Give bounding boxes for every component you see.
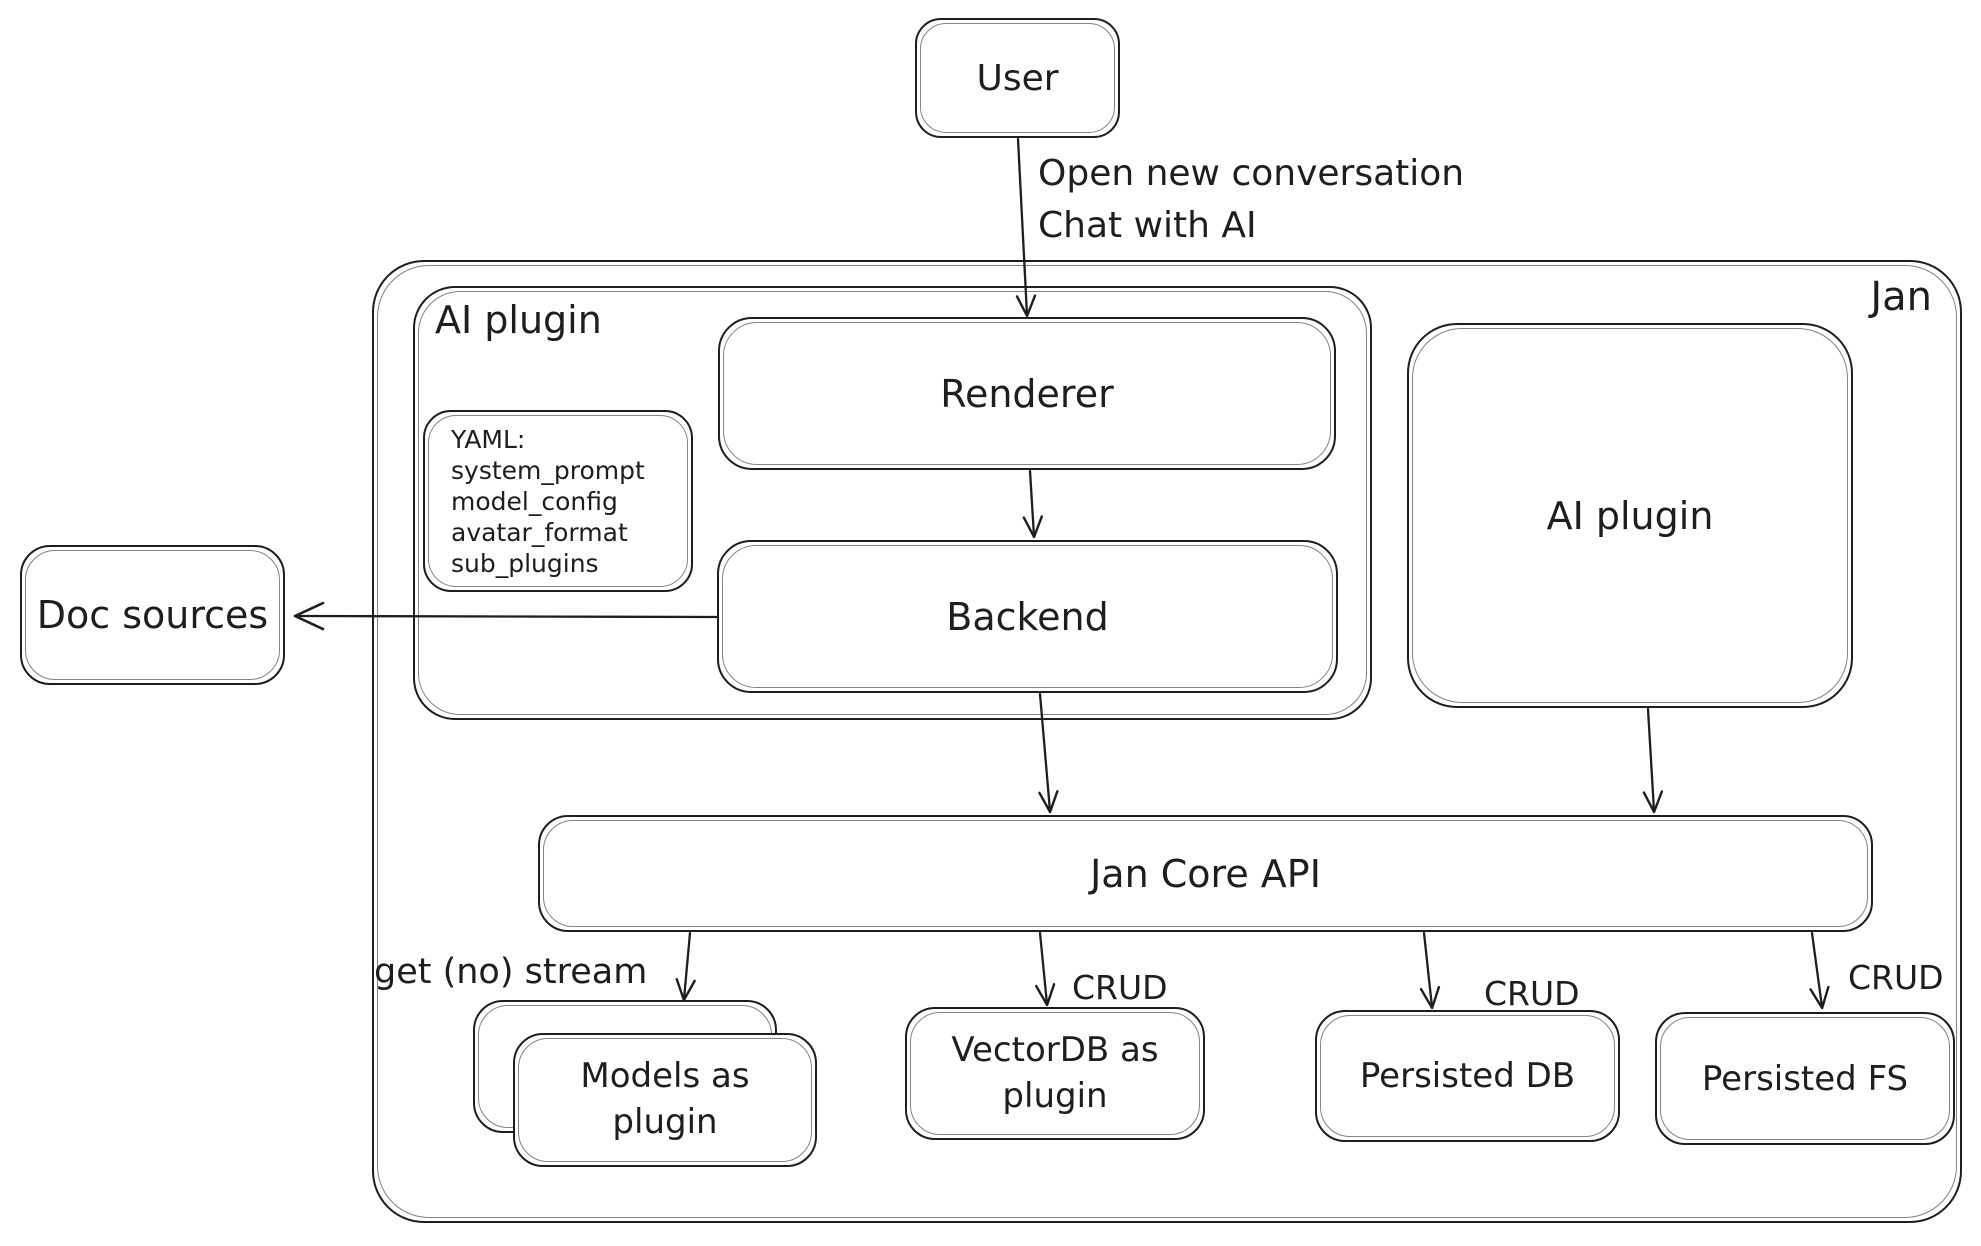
edge-label-get-no-stream: get (no) stream <box>374 952 648 992</box>
edge-label-crud-persisted-db: CRUD <box>1484 974 1580 1013</box>
doc-sources-node-label: Doc sources <box>36 593 269 637</box>
jan-container-label: Jan <box>1870 274 1932 320</box>
models-plugin-node-label: Models as plugin <box>580 1056 750 1142</box>
ai-plugin-right-node: AI plugin <box>1407 323 1853 708</box>
vectordb-plugin-node-label: VectorDB as plugin <box>951 1029 1159 1116</box>
doc-sources-node: Doc sources <box>20 545 285 685</box>
backend-node: Backend <box>717 540 1338 693</box>
persisted-fs-node: Persisted FS <box>1655 1012 1955 1145</box>
ai-plugin-group: AI plugin <box>413 286 1372 720</box>
edge-label-crud-persisted-fs: CRUD <box>1848 958 1944 997</box>
edge-label-user-flow: Open new conversation Chat with AI <box>1038 153 1465 246</box>
renderer-node: Renderer <box>718 317 1336 470</box>
models-plugin-node: Models as plugin <box>513 1033 817 1167</box>
vectordb-plugin-node: VectorDB as plugin <box>905 1007 1205 1140</box>
ai-plugin-right-node-label: AI plugin <box>1546 493 1714 538</box>
user-node-label: User <box>976 57 1059 99</box>
jan-container: Jan <box>372 260 1962 1223</box>
jan-core-api-node-label: Jan Core API <box>1090 851 1321 896</box>
persisted-db-node-label: Persisted DB <box>1359 1056 1576 1096</box>
backend-node-label: Backend <box>946 594 1109 639</box>
edge-label-crud-vectordb: CRUD <box>1072 968 1168 1007</box>
user-node: User <box>915 18 1120 138</box>
persisted-db-node: Persisted DB <box>1315 1010 1620 1142</box>
jan-core-api-node: Jan Core API <box>538 815 1873 932</box>
ai-plugin-group-label: AI plugin <box>435 298 602 342</box>
persisted-fs-node-label: Persisted FS <box>1701 1058 1909 1099</box>
yaml-note: YAML: system_prompt model_config avatar_… <box>423 410 693 592</box>
renderer-node-label: Renderer <box>940 371 1114 416</box>
yaml-note-text: YAML: system_prompt model_config avatar_… <box>451 425 645 578</box>
